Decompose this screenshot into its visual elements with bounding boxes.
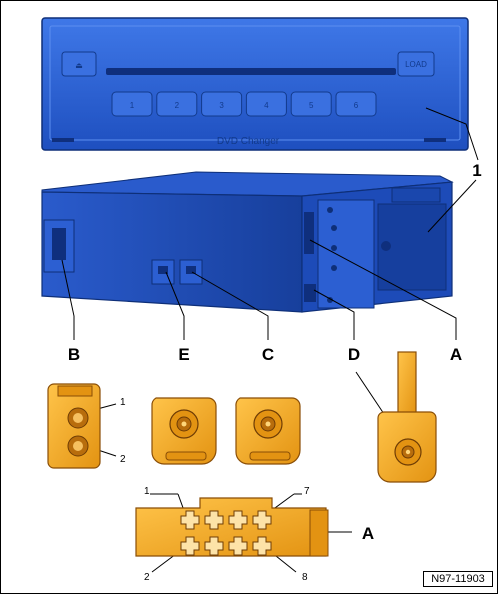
callout-d: D bbox=[348, 345, 360, 364]
preset-button-2[interactable]: 2 bbox=[156, 91, 198, 117]
faceplate-slot-right bbox=[424, 138, 446, 142]
connector-b-pin-2: 2 bbox=[120, 454, 126, 465]
preset-button-label: 3 bbox=[219, 101, 224, 110]
connector-a-pin-cavity bbox=[204, 536, 224, 556]
connector-a-pin-1: 1 bbox=[144, 486, 150, 497]
load-button[interactable]: LOAD bbox=[397, 51, 435, 77]
preset-button-label: 2 bbox=[175, 101, 180, 110]
dvd-changer-faceplate: ⏏ LOAD 1 2 3 4 5 6 DVD Changer bbox=[41, 17, 469, 151]
connector-b-pin-1: 1 bbox=[120, 397, 126, 408]
connector-a-pin-7: 7 bbox=[304, 486, 310, 497]
connector-c bbox=[235, 397, 301, 465]
disc-slot bbox=[106, 68, 396, 75]
connector-a-pin-cavity bbox=[228, 536, 248, 556]
leader-lines bbox=[61, 107, 479, 573]
eject-icon: ⏏ bbox=[75, 61, 83, 70]
figure-reference: N97-11903 bbox=[423, 571, 493, 587]
connector-e bbox=[151, 397, 217, 465]
preset-button-3[interactable]: 3 bbox=[201, 91, 243, 117]
connector-a-pin-cavity bbox=[252, 510, 272, 530]
preset-button-label: 5 bbox=[309, 101, 314, 110]
callout-b: B bbox=[68, 345, 80, 364]
connector-a: 1 7 2 8 A bbox=[135, 486, 374, 583]
callout-unit: 1 bbox=[472, 161, 481, 180]
preset-button-label: 1 bbox=[130, 101, 135, 110]
preset-button-label: 4 bbox=[264, 101, 269, 110]
connector-d bbox=[377, 351, 437, 483]
load-label: LOAD bbox=[405, 60, 427, 69]
connector-a-pin-cavity bbox=[252, 536, 272, 556]
callout-c: C bbox=[262, 345, 274, 364]
connector-a-pin-2: 2 bbox=[144, 572, 150, 583]
eject-button[interactable]: ⏏ bbox=[61, 51, 97, 77]
callout-a: A bbox=[450, 345, 462, 364]
callout-e: E bbox=[178, 345, 189, 364]
connector-a-pin-cavity bbox=[180, 536, 200, 556]
connector-a-pin-cavity bbox=[180, 510, 200, 530]
preset-button-6[interactable]: 6 bbox=[335, 91, 377, 117]
connector-a-pin-cavity bbox=[204, 510, 224, 530]
connector-a-pin-cavity bbox=[228, 510, 248, 530]
dvd-changer-housing bbox=[41, 171, 454, 313]
faceplate-name: DVD Changer bbox=[217, 136, 280, 147]
connector-a-pin-8: 8 bbox=[302, 572, 308, 583]
connector-a-callout: A bbox=[362, 524, 374, 543]
preset-button-row: 1 2 3 4 5 6 bbox=[111, 91, 377, 117]
preset-button-1[interactable]: 1 bbox=[111, 91, 153, 117]
faceplate-slot-left bbox=[52, 138, 74, 142]
preset-button-5[interactable]: 5 bbox=[290, 91, 332, 117]
preset-button-4[interactable]: 4 bbox=[245, 91, 287, 117]
preset-button-label: 6 bbox=[354, 101, 359, 110]
connector-b: 1 2 bbox=[47, 383, 126, 469]
